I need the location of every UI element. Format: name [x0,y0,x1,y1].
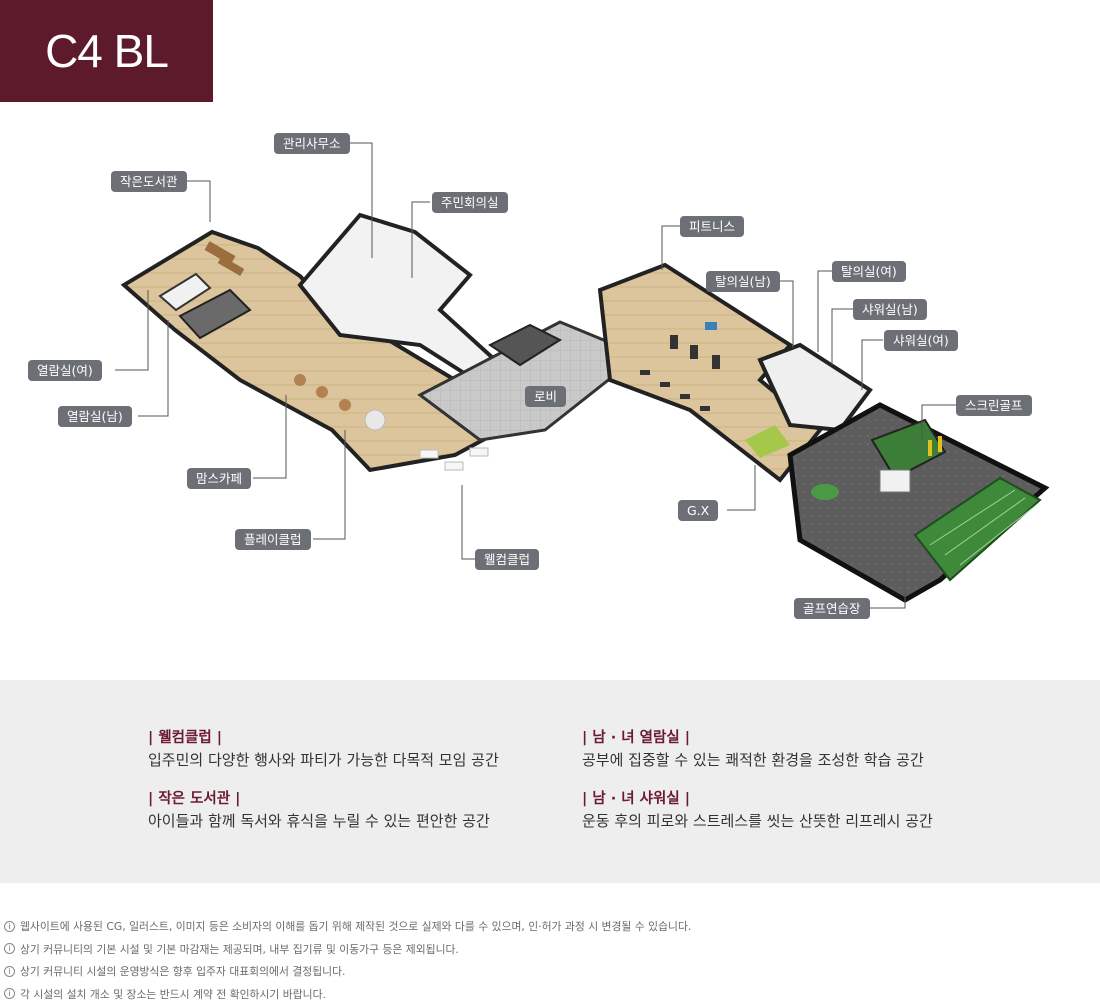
label-locker-female: 탈의실(여) [832,261,906,282]
floor-plan: 관리사무소 작은도서관 주민회의실 피트니스 탈의실(남) 탈의실(여) 샤워실… [0,102,1100,680]
note-text: 각 시설의 설치 개소 및 장소는 반드시 계약 전 확인하시기 바랍니다. [20,987,326,1000]
info-heading: | 남 · 녀 열람실 | [582,730,691,746]
info-heading: | 웰컴클럽 | [148,730,223,746]
note-text: 상기 커뮤니티의 기본 시설 및 기본 마감재는 제공되며, 내부 집기류 및 … [20,942,459,956]
info-heading: | 작은 도서관 | [148,791,241,807]
label-gx: G.X [678,500,719,521]
label-fitness: 피트니스 [680,216,745,237]
info-shower-rooms: | 남 · 녀 샤워실 | 운동 후의 피로와 스트레스를 씻는 산뜻한 리프레… [582,789,933,833]
label-shower-male: 샤워실(남) [853,299,927,320]
label-admin-office: 관리사무소 [274,133,350,154]
info-description: 운동 후의 피로와 스트레스를 씻는 산뜻한 리프레시 공간 [582,812,933,830]
label-play-club: 플레이클럽 [235,529,311,550]
floor-plan-illustration [115,142,1050,609]
label-locker-male: 탈의실(남) [706,271,780,292]
note-text: 웹사이트에 사용된 CG, 일러스트, 이미지 등은 소비자의 이해를 돕기 위… [20,920,692,934]
room-accents [158,241,942,493]
note-item: i 상기 커뮤니티의 기본 시설 및 기본 마감재는 제공되며, 내부 집기류 … [4,938,1094,961]
facility-info-panel: | 웰컴클럽 | 입주민의 다양한 행사와 파티가 가능한 다목적 모임 공간 … [0,680,1100,883]
label-golf-range: 골프연습장 [794,598,870,619]
info-reading-rooms: | 남 · 녀 열람실 | 공부에 집중할 수 있는 쾌적한 환경을 조성한 학… [582,728,924,772]
note-text: 상기 커뮤니티 시설의 운영방식은 향후 입주자 대표회의에서 결정됩니다. [20,965,346,979]
note-item: i 웹사이트에 사용된 CG, 일러스트, 이미지 등은 소비자의 이해를 돕기… [4,915,1094,938]
note-item: i 각 시설의 설치 개소 및 장소는 반드시 계약 전 확인하시기 바랍니다. [4,983,1094,1000]
label-moms-cafe: 맘스카페 [187,468,252,489]
info-circle-icon: i [4,920,15,932]
info-description: 공부에 집중할 수 있는 쾌적한 환경을 조성한 학습 공간 [582,751,924,769]
info-description: 입주민의 다양한 행사와 파티가 가능한 다목적 모임 공간 [148,751,499,769]
info-welcome-club: | 웰컴클럽 | 입주민의 다양한 행사와 파티가 가능한 다목적 모임 공간 [148,728,499,772]
label-screen-golf: 스크린골프 [956,395,1032,416]
label-small-library: 작은도서관 [111,171,187,192]
label-reading-male: 열람실(남) [58,406,132,427]
note-item: i 상기 커뮤니티 시설의 운영방식은 향후 입주자 대표회의에서 결정됩니다. [4,960,1094,983]
info-description: 아이들과 함께 독서와 휴식을 누릴 수 있는 편안한 공간 [148,812,490,830]
label-welcome-club: 웰컴클럽 [475,549,540,570]
info-circle-icon: i [4,965,15,977]
label-resident-meeting: 주민회의실 [432,192,508,213]
info-small-library: | 작은 도서관 | 아이들과 함께 독서와 휴식을 누릴 수 있는 편안한 공… [148,789,490,833]
info-circle-icon: i [4,988,15,1000]
label-lobby: 로비 [525,386,567,407]
label-shower-female: 샤워실(여) [884,330,958,351]
disclaimer-notes: i 웹사이트에 사용된 CG, 일러스트, 이미지 등은 소비자의 이해를 돕기… [4,915,1094,1000]
info-heading: | 남 · 녀 샤워실 | [582,791,691,807]
info-circle-icon: i [4,943,15,955]
label-reading-female: 열람실(여) [28,360,102,381]
page-title: C4 BL [0,0,213,102]
